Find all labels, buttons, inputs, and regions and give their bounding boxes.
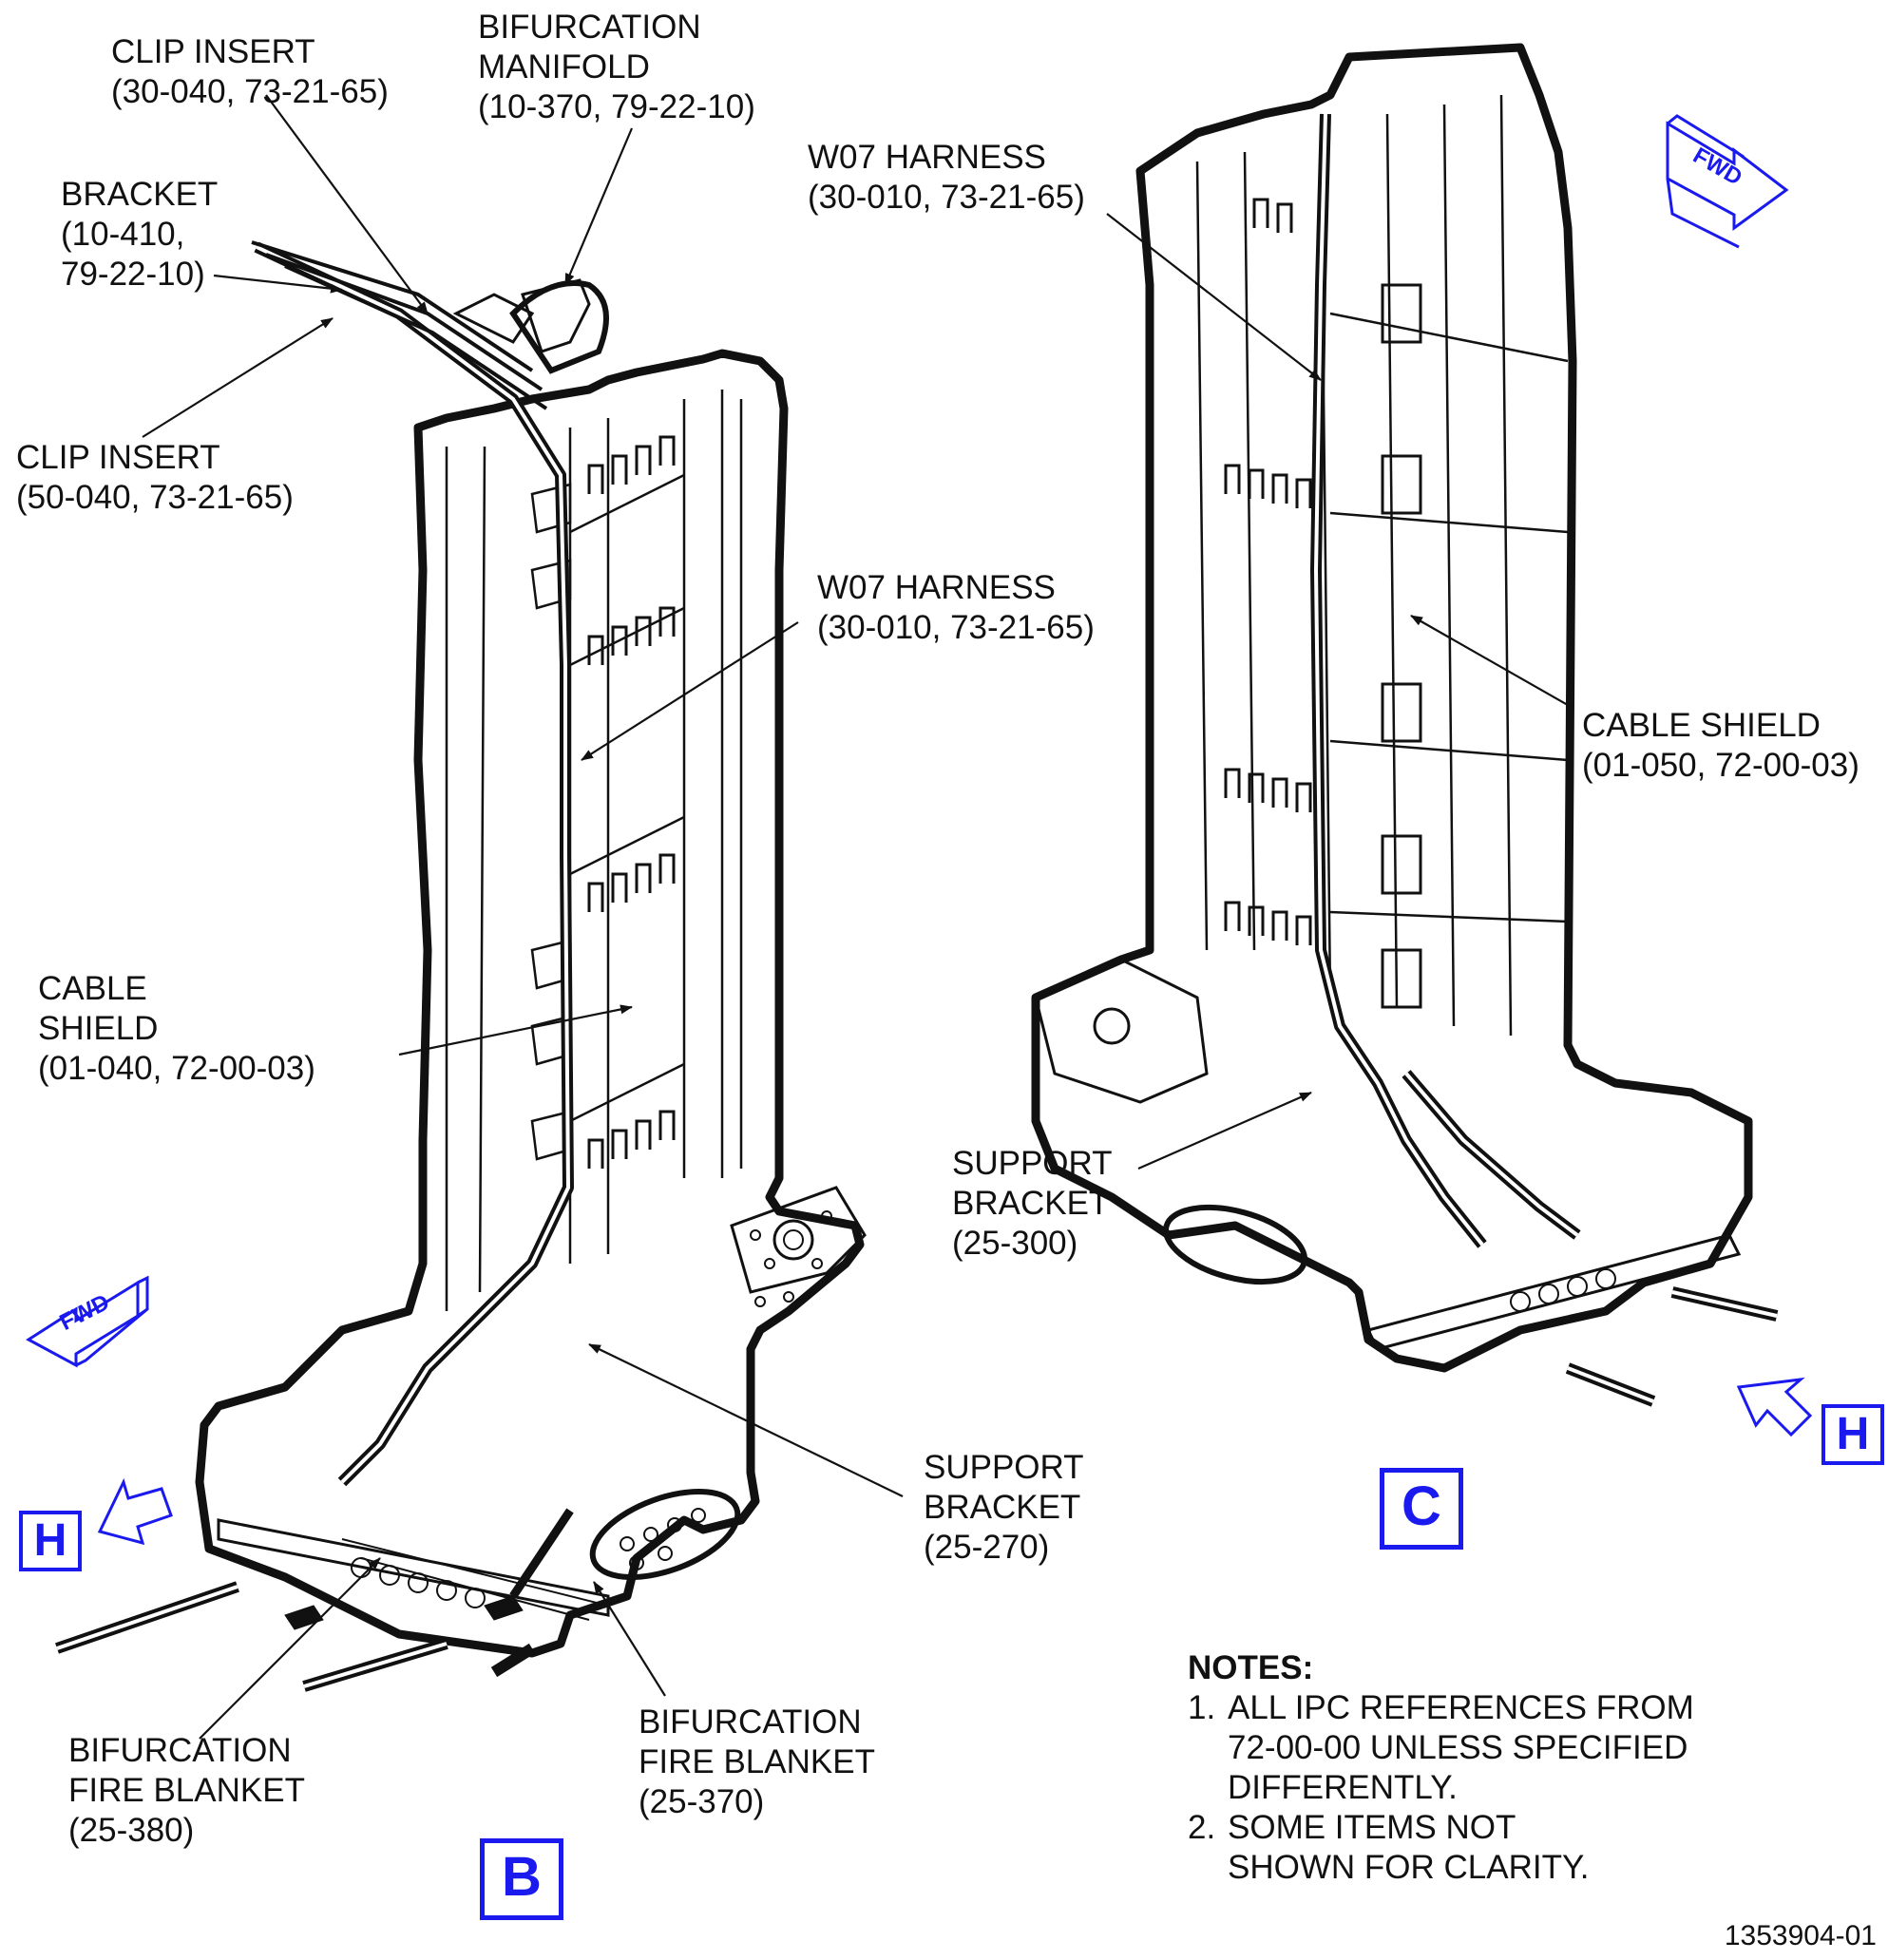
note-item: 1. ALL IPC REFERENCES FROM 72-00-00 UNLE… [1188, 1688, 1694, 1808]
view-c-h-marker: H [1821, 1404, 1884, 1465]
fwd-arrow-view-c [1666, 114, 1789, 249]
callout-fire-blanket-25-370: BIFURCATION FIRE BLANKET (25-370) [639, 1703, 875, 1820]
notes-block: NOTES: 1. ALL IPC REFERENCES FROM 72-00-… [1188, 1648, 1694, 1888]
view-c-h-arrow [1736, 1377, 1813, 1437]
callout-cable-shield-01-050: CABLE SHIELD (01-050, 72-00-03) [1582, 707, 1859, 784]
note-text: SOME ITEMS NOT SHOWN FOR CLARITY. [1228, 1809, 1590, 1886]
view-c-assembly [1031, 43, 1779, 1407]
callout-clip-insert-50-040: CLIP INSERT (50-040, 73-21-65) [16, 439, 294, 516]
notes-title: NOTES: [1188, 1649, 1314, 1686]
callout-clip-insert-30-040: CLIP INSERT (30-040, 73-21-65) [111, 33, 389, 110]
callout-w07-harness-c: W07 HARNESS (30-010, 73-21-65) [808, 139, 1085, 216]
callout-w07-harness-b: W07 HARNESS (30-010, 73-21-65) [817, 569, 1095, 646]
note-number: 1. [1188, 1689, 1216, 1726]
view-b-h-arrow [97, 1477, 173, 1546]
callout-fire-blanket-25-380: BIFURCATION FIRE BLANKET (25-380) [68, 1732, 305, 1849]
leader-lines [142, 94, 1573, 1740]
document-id: 1353904-01 [1724, 1920, 1877, 1951]
fwd-arrow-view-b [26, 1275, 149, 1368]
view-c-letter: C [1380, 1468, 1463, 1550]
callout-bracket-10-410: BRACKET (10-410, 79-22-10) [61, 176, 219, 293]
callout-support-bracket-25-270: SUPPORT BRACKET (25-270) [924, 1449, 1084, 1566]
view-b-h-marker: H [19, 1511, 82, 1571]
note-text: ALL IPC REFERENCES FROM 72-00-00 UNLESS … [1228, 1689, 1694, 1806]
callout-support-bracket-25-300: SUPPORT BRACKET (25-300) [952, 1145, 1113, 1262]
note-item: 2. SOME ITEMS NOT SHOWN FOR CLARITY. [1188, 1808, 1694, 1888]
view-b-letter: B [480, 1838, 563, 1920]
callout-cable-shield-01-040: CABLE SHIELD (01-040, 72-00-03) [38, 970, 315, 1087]
note-number: 2. [1188, 1809, 1216, 1846]
callout-bifurcation-manifold: BIFURCATION MANIFOLD (10-370, 79-22-10) [478, 9, 755, 125]
